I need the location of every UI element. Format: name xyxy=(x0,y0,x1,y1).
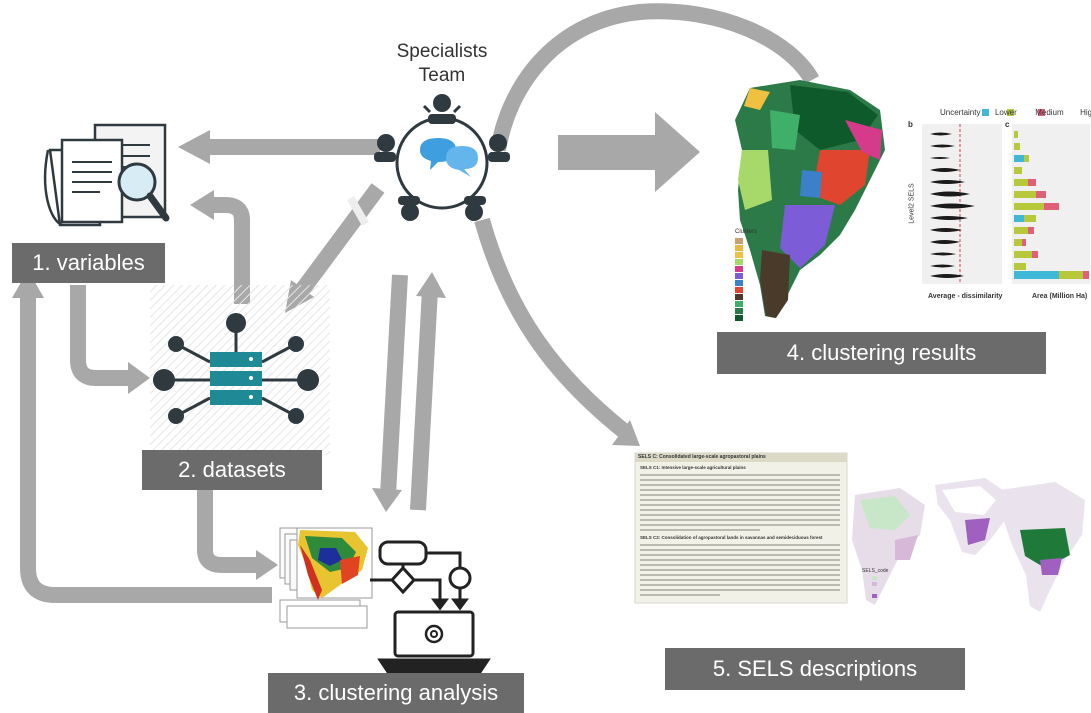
description-document xyxy=(634,452,848,604)
arrow-team-to-datasets xyxy=(293,183,385,298)
arrow-team-to-clustering xyxy=(380,274,408,496)
arrow-team-to-descriptions xyxy=(474,217,630,439)
panel-c-tag: c xyxy=(1005,120,1010,129)
team-title: Specialists Team xyxy=(392,40,492,88)
legend-higher: Higher xyxy=(1080,108,1091,117)
arrowhead-variables-to-datasets xyxy=(128,362,150,394)
arrow-datasets-to-clustering xyxy=(197,490,260,573)
results-map-legend-title: Clusters xyxy=(735,229,758,235)
arrow-clustering-to-variables xyxy=(20,295,272,603)
step-label-datasets: 2. datasets xyxy=(142,450,322,490)
database-network-icon xyxy=(150,285,330,455)
chat-bubble-left xyxy=(420,138,456,170)
results-ylabel: Level2 SELS xyxy=(908,183,916,224)
uncertainty-legend: Uncertainty Lower Medium Higher xyxy=(940,108,1091,117)
doc-subheading-2: SELS C2: Consolidation of agropastoral l… xyxy=(640,535,823,540)
step-label-clustering-analysis: 3. clustering analysis xyxy=(268,673,524,713)
panel-b-tag: b xyxy=(908,120,913,129)
clustering-analysis-icon xyxy=(279,527,491,674)
legend-medium: Medium xyxy=(1035,108,1064,117)
results-chart-panels xyxy=(922,109,1090,284)
arrowhead-variables xyxy=(178,130,210,164)
arrowhead-clustering-to-team xyxy=(416,272,446,298)
documents-search-icon xyxy=(43,123,170,227)
legend-lower: Lower xyxy=(994,108,1017,117)
arrow-datasets-to-variables xyxy=(212,197,250,304)
description-maps xyxy=(852,478,1085,612)
results-xlabel-b: Average - dissimilarity xyxy=(928,293,1003,300)
results-map-legend xyxy=(735,238,743,321)
arrow-team-to-results-arc xyxy=(490,3,820,152)
arrow-clustering-to-team xyxy=(410,289,438,511)
flowchart-laptop-icon xyxy=(370,540,491,674)
team-title-line1: Specialists xyxy=(396,41,488,62)
uncertainty-legend-swatches xyxy=(982,109,1045,116)
results-map xyxy=(735,80,885,318)
stacked-maps-image xyxy=(279,527,373,629)
doc-map-legend-title: SELS_code xyxy=(862,568,889,574)
doc-heading: SELS C: Consolidated large-scale agropas… xyxy=(638,454,766,460)
stacked-bars xyxy=(1014,131,1089,279)
doc-subheading-1: SELS C1: Intensive large-scale agricultu… xyxy=(640,465,746,470)
arrow-variables-to-datasets xyxy=(70,285,132,386)
arrowhead-datasets-to-variables xyxy=(190,190,214,220)
arrowhead-clustering xyxy=(256,550,278,580)
block-arrow-to-results xyxy=(558,112,700,192)
results-xlabel-c: Area (Million Ha) xyxy=(1032,293,1088,300)
flow-arrows xyxy=(20,3,820,603)
arrowhead-team-to-clustering xyxy=(372,488,402,512)
step-label-variables: 1. variables xyxy=(12,243,165,283)
step-label-sels-descriptions: 5. SELS descriptions xyxy=(665,648,965,690)
arrowhead-descriptions xyxy=(612,420,640,446)
arrowhead-feedback-variables xyxy=(12,270,44,298)
uncertainty-title: Uncertainty xyxy=(940,108,981,117)
chat-bubble-right xyxy=(446,146,478,177)
step-label-clustering-results: 4. clustering results xyxy=(717,332,1046,374)
team-meeting-icon xyxy=(374,94,510,221)
violin-plots xyxy=(930,132,975,278)
team-title-line2: Team xyxy=(418,65,466,86)
